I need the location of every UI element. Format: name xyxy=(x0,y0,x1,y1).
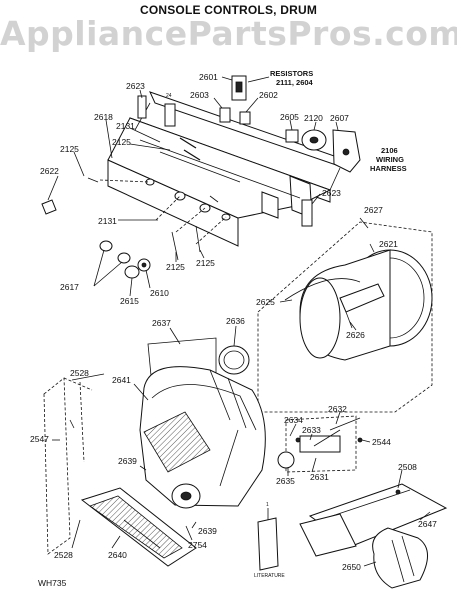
callout-2125-top: 2125 xyxy=(112,137,131,147)
callout-2639-b: 2639 xyxy=(198,526,217,536)
callout-2544: 2544 xyxy=(372,437,391,447)
callout-2641: 2641 xyxy=(112,375,131,385)
callout-2625: 2625 xyxy=(256,297,275,307)
callout-24: 24 xyxy=(166,93,172,99)
callout-2754: 2754 xyxy=(188,540,207,550)
diagram-title: CONSOLE CONTROLS, DRUM xyxy=(139,3,318,17)
callout-2631: 2631 xyxy=(310,472,329,482)
callout-2618: 2618 xyxy=(94,112,113,122)
console-panel xyxy=(107,91,346,247)
callout-2547: 2547 xyxy=(30,434,49,444)
side-panel xyxy=(43,377,93,555)
assembly-leader-lines xyxy=(99,179,227,245)
callout-2621: 2621 xyxy=(379,239,398,249)
callout-literature-number: 1 xyxy=(266,502,269,508)
callout-resistors: RESISTORS xyxy=(270,69,313,78)
callout-2627: 2627 xyxy=(364,205,383,215)
callout-2650: 2650 xyxy=(342,562,361,572)
callout-2637: 2637 xyxy=(152,318,171,328)
callout-2528-bottom: 2528 xyxy=(54,550,73,560)
callout-leaders xyxy=(47,76,431,567)
motor-assembly xyxy=(277,415,363,473)
drum-assembly xyxy=(257,221,433,413)
callout-2603: 2603 xyxy=(190,90,209,100)
callout-2634: 2634 xyxy=(284,415,303,425)
control-knobs xyxy=(41,199,201,279)
toe-panel xyxy=(80,487,197,567)
callout-2636: 2636 xyxy=(226,316,245,326)
callout-2633: 2633 xyxy=(302,425,321,435)
callout-2602: 2602 xyxy=(259,90,278,100)
callout-2131-top: 2131 xyxy=(116,121,135,131)
literature-booklet xyxy=(257,508,279,571)
callout-2623-mid: 2623 xyxy=(322,188,341,198)
callout-2106: 2106 xyxy=(381,146,398,155)
callout-2125-left: 2125 xyxy=(60,144,79,154)
callout-2647: 2647 xyxy=(418,519,437,529)
callout-2125-bottom-b: 2125 xyxy=(196,258,215,268)
callout-2131-mid: 2131 xyxy=(98,216,117,226)
callout-2615: 2615 xyxy=(120,296,139,306)
callout-2622: 2622 xyxy=(40,166,59,176)
callout-2639-a: 2639 xyxy=(118,456,137,466)
callout-2623-top: 2623 xyxy=(126,81,145,91)
callout-labels: 2601 RESISTORS 2111, 2604 2623 24 2603 2… xyxy=(30,69,437,588)
watermark-logo: AppliancePartsPros.com xyxy=(0,14,457,53)
callout-2617: 2617 xyxy=(60,282,79,292)
front-bulkhead xyxy=(139,337,266,509)
callout-2120: 2120 xyxy=(304,113,323,123)
callout-literature: LITERATURE xyxy=(254,573,285,579)
console-components xyxy=(87,75,361,227)
callout-2640: 2640 xyxy=(108,550,127,560)
callout-2605: 2605 xyxy=(280,112,299,122)
callout-harness: HARNESS xyxy=(370,164,407,173)
callout-2626: 2626 xyxy=(346,330,365,340)
callout-2607: 2607 xyxy=(330,113,349,123)
model-code: WH735 xyxy=(38,578,67,588)
callout-2528-top: 2528 xyxy=(70,368,89,378)
callout-2610: 2610 xyxy=(150,288,169,298)
callout-2601: 2601 xyxy=(199,72,218,82)
callout-2632: 2632 xyxy=(328,404,347,414)
callout-2635: 2635 xyxy=(276,476,295,486)
callout-resistors-numbers: 2111, 2604 xyxy=(276,78,314,87)
callout-wiring: WIRING xyxy=(376,155,404,164)
callout-2508: 2508 xyxy=(398,462,417,472)
base-and-duct xyxy=(299,483,448,589)
callout-2125-bottom-a: 2125 xyxy=(166,262,185,272)
